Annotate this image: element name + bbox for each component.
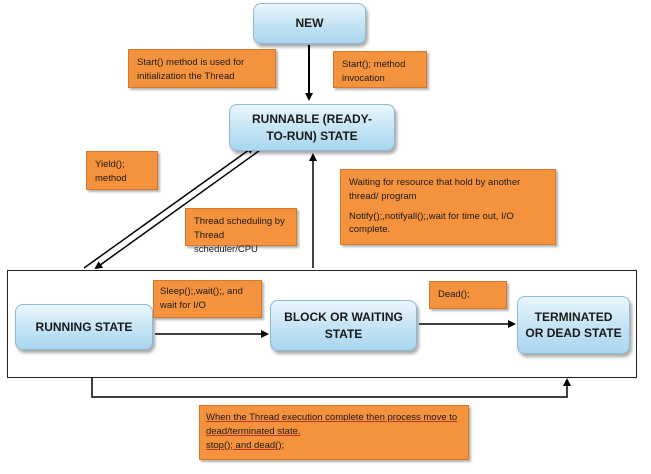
state-terminated: TERMINATED OR DEAD STATE <box>517 296 630 354</box>
note-sleep-wait: Sleep();,wait();, and wait for I/O <box>153 280 262 318</box>
note-execution-complete-line1: When the Thread execution complete then … <box>206 412 458 437</box>
note-start-method-text: Start() method is used for initializatio… <box>137 57 245 82</box>
note-waiting-resource-line2: Notify();,notifyall();,wait for time out… <box>349 210 514 236</box>
states-container-frame <box>7 270 637 378</box>
state-new: NEW <box>253 3 366 44</box>
arrow-running-to-runnable <box>83 145 255 269</box>
state-new-label: NEW <box>295 16 324 31</box>
note-execution-complete: When the Thread execution complete then … <box>199 405 469 460</box>
note-start-method: Start() method is used for initializatio… <box>128 49 276 88</box>
note-yield-text: Yield(); method <box>95 159 127 184</box>
state-terminated-label: TERMINATED OR DEAD STATE <box>525 309 622 340</box>
note-dead-text: Dead(); <box>438 289 470 300</box>
arrow-running-to-terminated <box>91 377 571 398</box>
state-running: RUNNING STATE <box>15 304 153 350</box>
state-runnable: RUNNABLE (READY-TO-RUN) STATE <box>229 104 395 151</box>
note-start-invocation: Start(); method invocation <box>333 51 427 88</box>
state-running-label: RUNNING STATE <box>35 319 133 334</box>
note-waiting-resource-line1: Waiting for resource that hold by anothe… <box>349 177 521 202</box>
state-block-waiting-label: BLOCK OR WAITING STATE <box>284 310 403 341</box>
state-runnable-label: RUNNABLE (READY-TO-RUN) STATE <box>252 112 372 143</box>
note-dead: Dead(); <box>429 281 507 309</box>
note-execution-complete-line2: stop(); and dead(); <box>206 439 285 451</box>
state-block-waiting: BLOCK OR WAITING STATE <box>270 300 417 351</box>
note-scheduling-text: Thread scheduling by Thread scheduler/CP… <box>194 216 285 255</box>
note-yield: Yield(); method <box>86 151 158 190</box>
arrow-runnable-to-running <box>94 147 264 270</box>
note-start-invocation-text: Start(); method invocation <box>342 59 406 84</box>
note-scheduling: Thread scheduling by Thread scheduler/CP… <box>185 208 297 255</box>
note-sleep-wait-text: Sleep();,wait();, and wait for I/O <box>160 286 243 311</box>
note-waiting-resource: Waiting for resource that hold by anothe… <box>340 169 556 245</box>
